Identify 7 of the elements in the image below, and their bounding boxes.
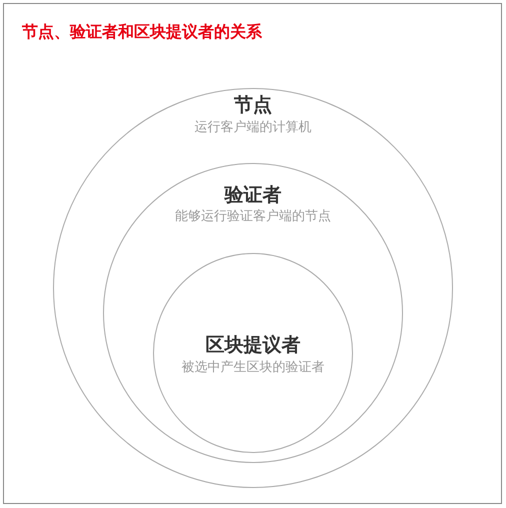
heading: 区块提议者 bbox=[206, 333, 300, 358]
heading: 节点 bbox=[234, 93, 272, 118]
heading: 验证者 bbox=[224, 183, 282, 208]
title: 节点、验证者和区块提议者的关系 bbox=[22, 22, 262, 43]
description: 被选中产生区块的验证者 bbox=[182, 359, 324, 376]
description: 运行客户端的计算机 bbox=[194, 119, 312, 136]
description: 能够运行验证客户端的节点 bbox=[175, 208, 331, 225]
